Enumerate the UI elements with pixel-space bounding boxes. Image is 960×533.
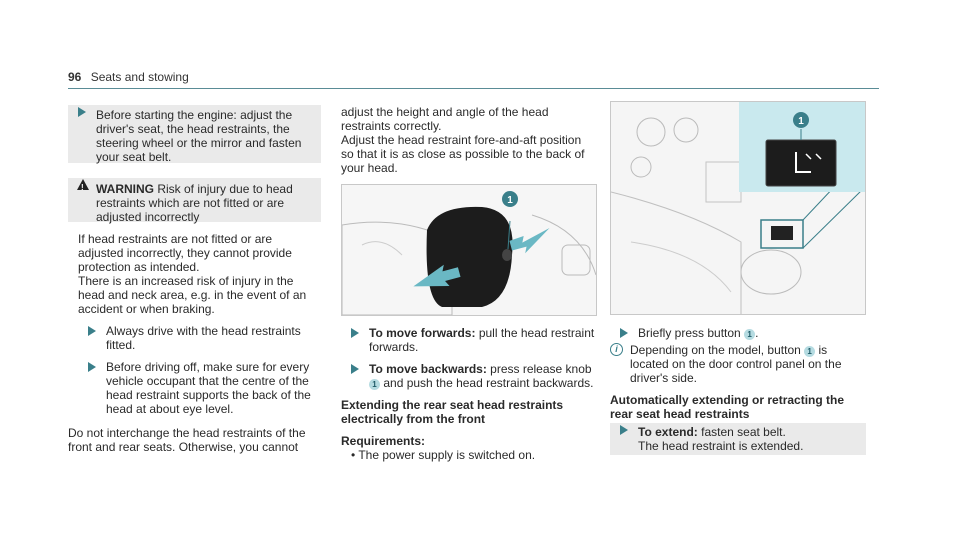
info-note-text-a: Depending on the model, button [630,343,801,357]
warning-bullet-2-text: Before driving off, make sure for every … [106,360,311,416]
figure-callout: 1 [507,195,513,206]
step-arrow-icon [88,326,96,336]
step-arrow-icon [78,107,86,117]
info-note-text-b: is located on the door control panel on … [630,343,842,385]
intro-bullet-text: Before starting the engine: adjust the d… [96,108,302,164]
move-backward-text-b: and push the head restraint backwards. [383,376,594,390]
requirement-item: • The power supply is switched on. [351,448,536,462]
page-number: 96 [68,70,82,84]
rear-button-figure: 1 [610,101,866,315]
warning-p2: There is an increased risk of injury in … [78,274,307,316]
intro-bullet-box: Before starting the engine: adjust the d… [68,105,321,164]
callout-number-badge: 1 [804,346,816,357]
warning-label: WARNING [96,182,154,196]
warning-title: Risk of injury due to head restraints wh… [96,182,293,224]
requirements-label: Requirements: [341,434,426,448]
warning-body: If head restraints are not fitted or are… [78,232,316,416]
warning-bullet-2: Before driving off, make sure for every … [78,360,316,416]
warning-p1: If head restraints are not fitted or are… [78,232,292,274]
auto-extend-heading: Automatically extending or retracting th… [610,393,845,421]
warning-header: WARNING Risk of injury due to head restr… [68,178,321,224]
requirement-item-text: The power supply is switched on. [358,448,536,462]
head-restraint-figure: 1 [341,184,597,316]
step-arrow-icon [351,328,359,338]
move-forward-text: pull the head restraint forwards. [369,326,595,354]
col2-intro: adjust the height and angle of the head … [341,105,597,175]
col2-intro-2: Adjust the head restraint fore-and-aft p… [341,133,585,175]
step-arrow-icon [620,425,628,435]
info-icon: i [610,343,623,356]
press-button-step: Briefly press button 1. [610,326,866,340]
warning-bullet-1-text: Always drive with the head restraints fi… [106,324,301,352]
move-forward-label: To move forwards: [369,326,476,340]
extend-result: The head restraint is extended. [638,439,804,453]
warning-box: WARNING Risk of injury due to head restr… [68,178,321,224]
callout-number-badge: 1 [744,329,756,340]
col1-bottom-paragraph: Do not interchange the head restraints o… [68,426,306,454]
col2-intro-1: adjust the height and angle of the head … [341,105,549,133]
move-backward-text-a: press release knob [490,362,592,376]
press-button-text: Briefly press button [638,326,741,340]
rear-button-illustration: 1 [611,102,865,314]
col3-steps: Briefly press button 1. i Depending on t… [610,326,866,455]
callout-number-badge: 1 [369,379,380,390]
move-backward-label: To move backwards: [369,362,487,376]
step-arrow-icon [620,328,628,338]
move-forward-step: To move forwards: pull the head restrain… [341,326,597,354]
info-note: i Depending on the model, button 1 is lo… [610,343,866,385]
extend-label: To extend: [638,425,698,439]
col2-steps: To move forwards: pull the head restrain… [341,326,597,462]
step-arrow-icon [88,362,96,372]
warning-triangle-icon [77,179,89,195]
page-header: 96 Seats and stowing [68,70,189,84]
header-rule [68,88,879,89]
section-title: Seats and stowing [90,70,189,84]
col1-bottom-text: Do not interchange the head restraints o… [68,426,321,454]
rear-extend-heading: Extending the rear seat head restraints … [341,398,564,426]
intro-bullet: Before starting the engine: adjust the d… [68,105,321,164]
extend-step: To extend: fasten seat belt. The head re… [610,423,866,455]
figure-callout: 1 [798,116,804,127]
step-arrow-icon [351,364,359,374]
head-restraint-illustration: 1 [342,185,596,315]
extend-text: fasten seat belt. [701,425,786,439]
warning-bullet-1: Always drive with the head restraints fi… [78,324,316,352]
move-backward-step: To move backwards: press release knob 1 … [341,362,597,390]
